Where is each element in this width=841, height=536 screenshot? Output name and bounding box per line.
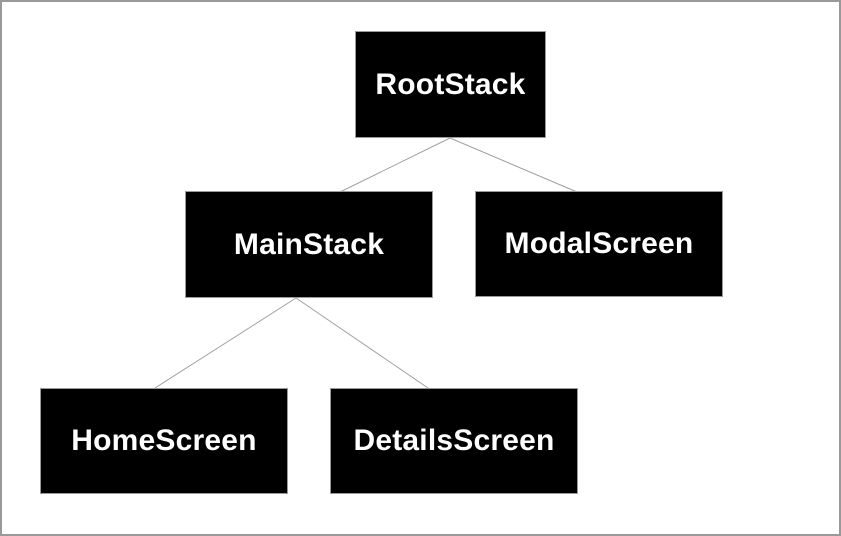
edge-rootstack-to-mainstack (339, 137, 451, 193)
node-homescreen-label: HomeScreen (71, 424, 257, 457)
node-mainstack-label: MainStack (233, 227, 385, 261)
node-mainstack: MainStack (185, 191, 433, 298)
node-rootstack: RootStack (355, 31, 546, 138)
edge-mainstack-to-homescreen (154, 297, 297, 389)
node-detailsscreen: DetailsScreen (330, 388, 578, 494)
node-modalscreen: ModalScreen (475, 191, 723, 297)
node-rootstack-label: RootStack (375, 67, 526, 101)
node-homescreen: HomeScreen (40, 388, 288, 494)
node-detailsscreen-label: DetailsScreen (353, 424, 555, 457)
edge-rootstack-to-modalscreen (449, 137, 578, 193)
node-modalscreen-label: ModalScreen (504, 227, 694, 260)
edge-mainstack-to-detailsscreen (295, 297, 429, 389)
